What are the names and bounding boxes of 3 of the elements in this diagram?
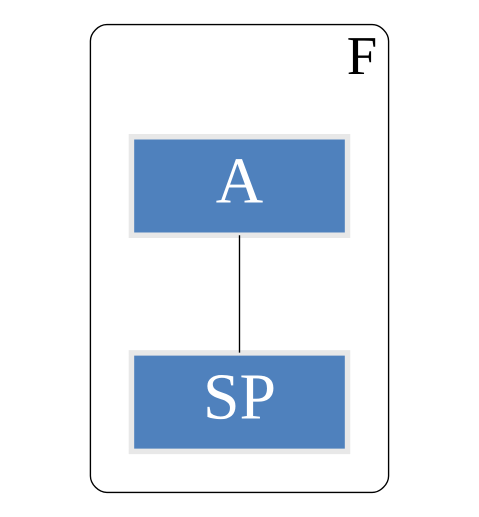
connector <box>238 235 240 353</box>
node-box: SP <box>128 350 350 454</box>
node-box: A <box>128 134 350 238</box>
